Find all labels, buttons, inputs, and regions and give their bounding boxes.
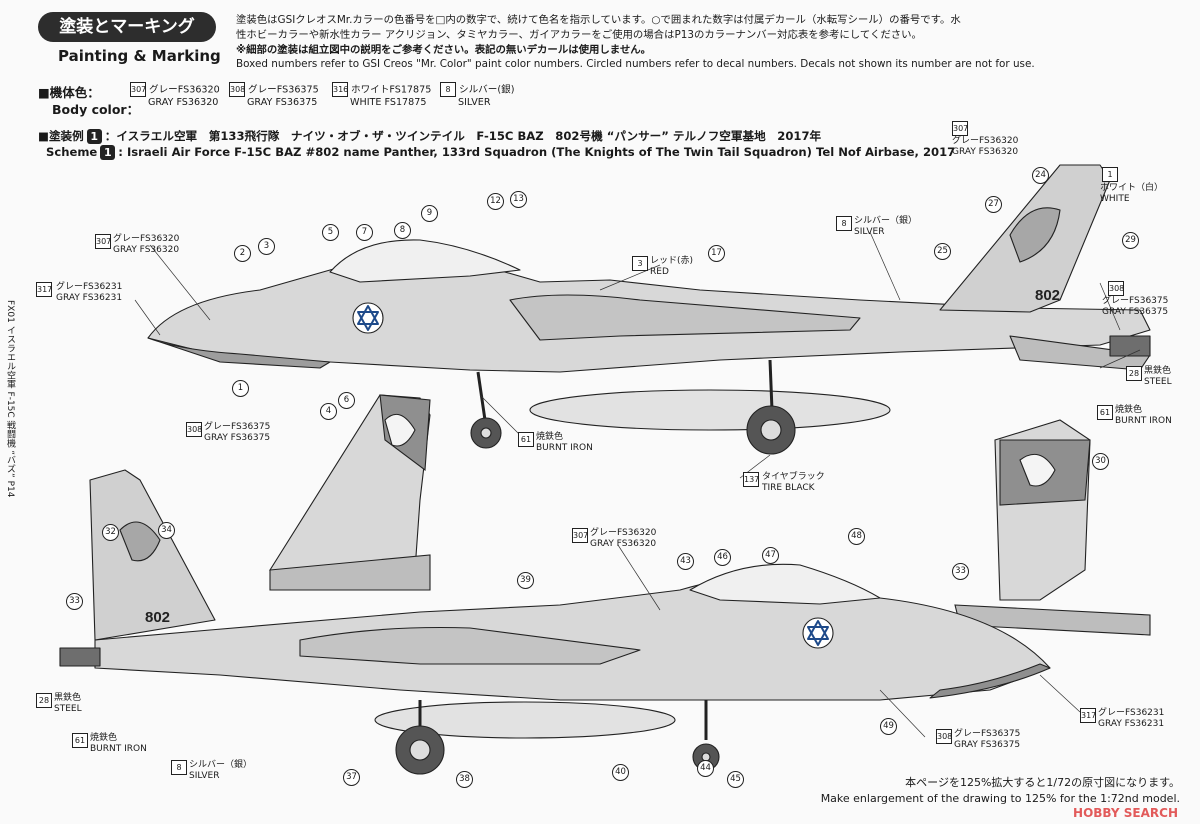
callout-8-silver: 8: [836, 216, 852, 231]
decal-24: 24: [1032, 167, 1049, 184]
decal-32: 32: [102, 524, 119, 541]
decal-8: 8: [394, 222, 411, 239]
decal-27: 27: [985, 196, 1002, 213]
body-color-label-en: Body color：: [52, 102, 140, 117]
callout-317-bottom: 317: [1080, 708, 1096, 723]
decal-38: 38: [456, 771, 473, 788]
callout-28-bottom: 28: [36, 693, 52, 708]
callout-61-gear: 61: [518, 432, 534, 447]
decal-13: 13: [510, 191, 527, 208]
callout-308-mid: 308: [186, 422, 202, 437]
callout-1-white: 1: [1102, 167, 1118, 182]
body-color-label-jp: ■機体色：: [38, 85, 100, 100]
decal-3: 3: [258, 238, 275, 255]
callout-silver: シルバー（銀）SILVER: [854, 216, 918, 237]
decal-45: 45: [727, 771, 744, 788]
decal-47: 47: [762, 547, 779, 564]
callout-3: 3: [632, 256, 648, 271]
callout-silver-bottom: シルバー（銀）SILVER: [189, 760, 253, 781]
callout-307-bottom: 307: [572, 528, 588, 543]
decal-39: 39: [517, 572, 534, 589]
decal-44: 44: [697, 760, 714, 777]
decal-12: 12: [487, 193, 504, 210]
footer-note-en: Make enlargement of the drawing to 125% …: [820, 792, 1180, 805]
bottom-aircraft: [59, 469, 1051, 775]
decal-1: 1: [232, 380, 249, 397]
decal-4: 4: [320, 403, 337, 420]
tail-number-top: 802: [1035, 287, 1060, 304]
note-line-2: 性ホビーカラーや新水性カラー アクリジョン、タミヤカラー、ガイアカラーをご使用の…: [236, 29, 922, 41]
callout-8-bottom: 8: [171, 760, 187, 775]
decal-37: 37: [343, 769, 360, 786]
decal-49: 49: [880, 718, 897, 735]
top-aircraft: [147, 164, 1151, 455]
callout-307-tail: 307: [952, 121, 968, 136]
decal-29: 29: [1122, 232, 1139, 249]
callout-61: 61: [1097, 405, 1113, 420]
decal-43: 43: [677, 553, 694, 570]
callout-61-bottom: 61: [72, 733, 88, 748]
note-line-4: Boxed numbers refer to GSI Creos "Mr. Co…: [236, 58, 1035, 70]
decal-33-b: 33: [66, 593, 83, 610]
note-line-1: 塗装色はGSIクレオスMr.カラーの色番号を□内の数字で、続けて色名を指示してい…: [236, 14, 961, 26]
side-page-label: FX01 イスラエル空軍 F-15C 戦闘機 “バズ” P14: [5, 300, 15, 498]
section-title-en: Painting & Marking: [58, 47, 221, 65]
callout-308: 308: [1108, 281, 1124, 296]
footer-note-jp: 本ページを125%拡大すると1/72の原寸図になります。: [905, 776, 1180, 789]
decal-34: 34: [158, 522, 175, 539]
watermark-logo: HOBBY SEARCH: [1073, 806, 1178, 820]
decal-9: 9: [421, 205, 438, 222]
callout-137: 137: [743, 472, 759, 487]
decal-46: 46: [714, 549, 731, 566]
decal-33: 33: [952, 563, 969, 580]
decal-2: 2: [234, 245, 251, 262]
decal-17: 17: [708, 245, 725, 262]
decal-40: 40: [612, 764, 629, 781]
decal-7: 7: [356, 224, 373, 241]
tail-detail-left: [269, 394, 431, 591]
decal-6: 6: [338, 392, 355, 409]
decal-30: 30: [1092, 453, 1109, 470]
callout-red: レッド(赤)RED: [650, 256, 694, 277]
decal-25: 25: [934, 243, 951, 260]
tail-detail-right: [954, 419, 1151, 636]
decal-5: 5: [322, 224, 339, 241]
section-title-jp: 塗装とマーキング: [38, 12, 216, 42]
callout-28: 28: [1126, 366, 1142, 381]
tail-number-bottom: 802: [145, 609, 170, 626]
callout-307: 307: [95, 234, 111, 249]
callout-317: 317: [36, 282, 52, 297]
leader-lines: [134, 231, 1141, 738]
note-line-3: ※細部の塗装は組立図中の説明をご参考ください。表記の無いデカールは使用しません。: [236, 44, 652, 56]
callout-white: ホワイト（白）WHITE: [1100, 183, 1164, 204]
decal-48: 48: [848, 528, 865, 545]
callout-308-bottom: 308: [936, 729, 952, 744]
